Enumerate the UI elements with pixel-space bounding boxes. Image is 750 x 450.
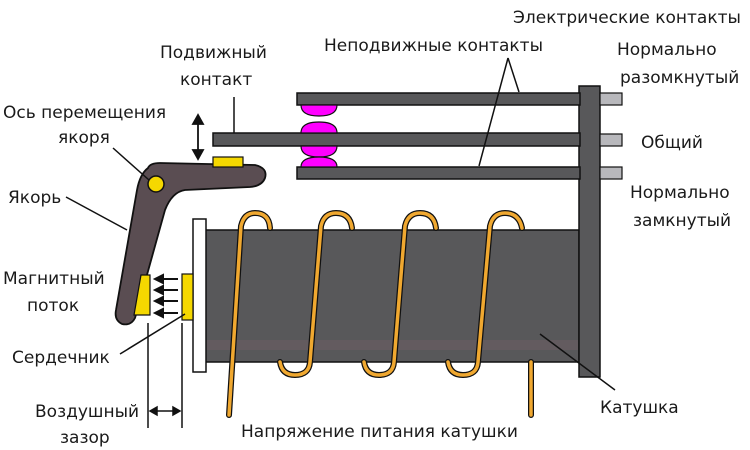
air-gap-dimension: [147, 323, 183, 428]
armature: [114, 156, 267, 326]
terminal-no: [599, 92, 623, 106]
contacts: [212, 92, 581, 180]
coil: [192, 218, 580, 373]
flux-arrow: [152, 284, 178, 296]
label-moving-contact-2: контакт: [180, 70, 252, 90]
label-magnetic-flux-2: поток: [27, 296, 79, 316]
leader-fixed-no: [507, 57, 520, 93]
label-normally-open-2: разомкнутый: [620, 68, 739, 88]
label-normally-open-1: Нормально: [617, 40, 717, 60]
label-magnetic-flux-1: Магнитный: [3, 269, 105, 289]
coil-winding: [226, 210, 534, 418]
flux-arrows: [152, 273, 178, 319]
contact-pad-nc: [300, 156, 338, 168]
core-face: [181, 273, 194, 321]
label-air-gap-1: Воздушный: [35, 402, 139, 422]
normally-open-bar: [296, 92, 581, 106]
leader-core: [119, 313, 186, 355]
contact-pad-common-bottom: [300, 145, 338, 158]
label-electrical-contacts: Электрические контакты: [513, 8, 741, 28]
label-core: Сердечник: [12, 348, 110, 368]
moving-contact-pad: [212, 156, 244, 168]
labels: Электрические контакты Неподвижные конта…: [3, 8, 741, 448]
label-armature: Якорь: [8, 188, 61, 208]
contact-pad-no: [300, 104, 338, 117]
leader-armature: [65, 196, 128, 231]
label-coil-voltage: Напряжение питания катушки: [241, 422, 518, 442]
flux-arrow: [152, 273, 178, 285]
label-normally-closed-1: Нормально: [630, 183, 730, 203]
contact-pad-common-top: [300, 121, 338, 134]
leader-axis: [112, 147, 150, 181]
bobbin-flange: [192, 218, 207, 373]
common-bar: [212, 132, 581, 147]
coil-body-shade: [206, 340, 578, 350]
label-coil: Катушка: [600, 398, 679, 418]
label-normally-closed-2: замкнутый: [633, 211, 731, 231]
flux-arrow: [152, 295, 178, 307]
leader-fixed-nc: [478, 57, 509, 167]
armature-body: [114, 162, 267, 326]
label-armature-axis-1: Ось перемещения: [3, 103, 166, 123]
terminal-nc: [599, 166, 623, 180]
label-air-gap-2: зазор: [60, 428, 110, 448]
leader-coil: [539, 333, 616, 391]
label-common: Общий: [641, 133, 703, 153]
armature-pole-face: [133, 274, 151, 316]
label-moving-contact-1: Подвижный: [160, 43, 267, 63]
terminal-common: [599, 133, 623, 147]
label-armature-axis-2: якоря: [58, 128, 110, 148]
flux-arrow: [152, 307, 178, 319]
normally-closed-bar: [296, 166, 581, 180]
label-fixed-contacts: Неподвижные контакты: [324, 36, 543, 56]
contact-post: [578, 85, 601, 378]
movement-arrow: [191, 113, 205, 161]
leader-lines: [65, 57, 616, 391]
armature-pivot: [147, 175, 165, 193]
terminals: [599, 92, 623, 180]
